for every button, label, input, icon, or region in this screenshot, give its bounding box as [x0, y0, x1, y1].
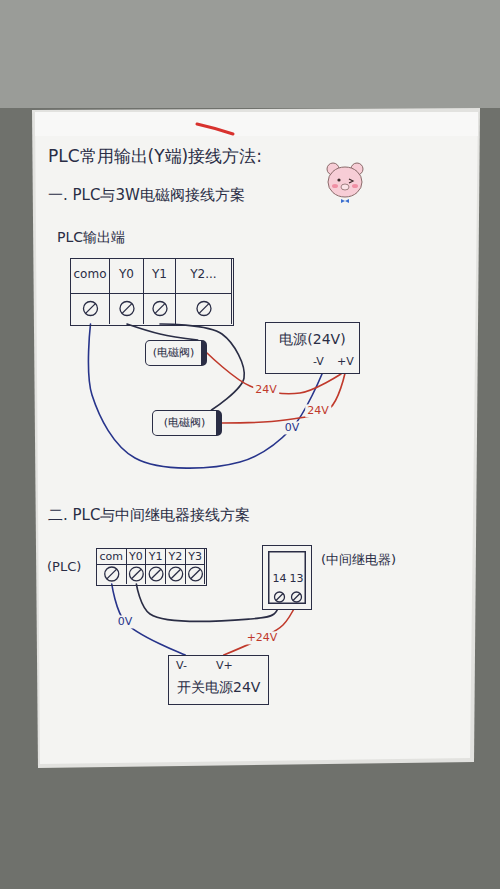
- paper-shadow: [32, 108, 480, 768]
- node-label: Y1: [152, 267, 167, 281]
- relay-terminal: 14: [271, 572, 288, 604]
- wire-label: +24V: [245, 631, 280, 644]
- terminal-cell: Y3: [186, 549, 206, 584]
- node-label: 电源(24V): [279, 331, 345, 348]
- wire: [112, 584, 185, 655]
- terminal-cell: com: [97, 549, 127, 584]
- section-heading: 一. PLC与3W电磁阀接线方案: [48, 186, 245, 204]
- terminal-label: -V: [313, 355, 324, 368]
- relay-terminal: 13: [288, 572, 305, 604]
- terminal-cell: Y0: [127, 549, 147, 584]
- top-blur: [0, 0, 500, 108]
- node-label: (电磁阀): [153, 346, 195, 359]
- relay-box: (中间继电器)1413: [262, 545, 312, 610]
- screw-slot: [276, 594, 283, 601]
- section-heading: 二. PLC与中间继电器接线方案: [48, 506, 250, 524]
- wire: [136, 584, 279, 622]
- wire-label: 0V: [116, 615, 135, 628]
- paper-top-edge: [35, 112, 478, 136]
- node-heading: (PLC): [47, 559, 81, 575]
- wire: [127, 324, 198, 340]
- node-label: (电磁阀): [164, 416, 206, 429]
- node-label: com: [100, 550, 124, 563]
- terminal-cell: Y1: [144, 259, 176, 324]
- red-mark: [197, 124, 233, 134]
- wire-label: 0V: [283, 421, 302, 434]
- terminal-label: V-: [176, 659, 187, 672]
- terminal-cell: Y2: [166, 549, 186, 584]
- node-heading: PLC输出端: [57, 229, 125, 246]
- node-label: Y2...: [190, 267, 216, 281]
- terminal-strip: PLC输出端comoY0Y1Y2...: [70, 258, 234, 326]
- node-heading: (中间继电器): [321, 552, 396, 568]
- screw: [292, 592, 302, 602]
- terminal-cell: como: [71, 259, 110, 324]
- wire: [160, 324, 244, 410]
- wire: [222, 374, 345, 423]
- page-title: PLC常用输出(Y端)接线方法:: [48, 146, 262, 166]
- terminal-label: +V: [337, 355, 354, 368]
- node-label: 13: [290, 572, 304, 585]
- node-label: 开关电源24V: [177, 679, 260, 696]
- node-label: Y3: [188, 550, 202, 563]
- terminal-cell: Y2...: [176, 259, 232, 324]
- solenoid-valve: (电磁阀): [145, 340, 207, 366]
- node-label: como: [74, 267, 107, 281]
- screw-slot: [293, 594, 300, 601]
- terminal-cell: Y1: [146, 549, 166, 584]
- screw: [275, 592, 285, 602]
- terminal-cell: Y0: [110, 259, 144, 324]
- solenoid-valve: (电磁阀): [152, 410, 222, 436]
- wire: [224, 604, 297, 655]
- terminal-label: V+: [216, 659, 233, 672]
- node-label: Y2: [168, 550, 182, 563]
- paper: [35, 112, 478, 764]
- bear-doodle: [327, 163, 363, 203]
- wire-label: 24V: [305, 404, 331, 417]
- node-label: Y1: [149, 550, 163, 563]
- node-label: Y0: [119, 267, 134, 281]
- node-label: Y0: [129, 550, 143, 563]
- wire-label: 24V: [253, 383, 279, 396]
- node-label: 14: [273, 572, 287, 585]
- terminal-strip: (PLC)comY0Y1Y2Y3: [96, 548, 207, 586]
